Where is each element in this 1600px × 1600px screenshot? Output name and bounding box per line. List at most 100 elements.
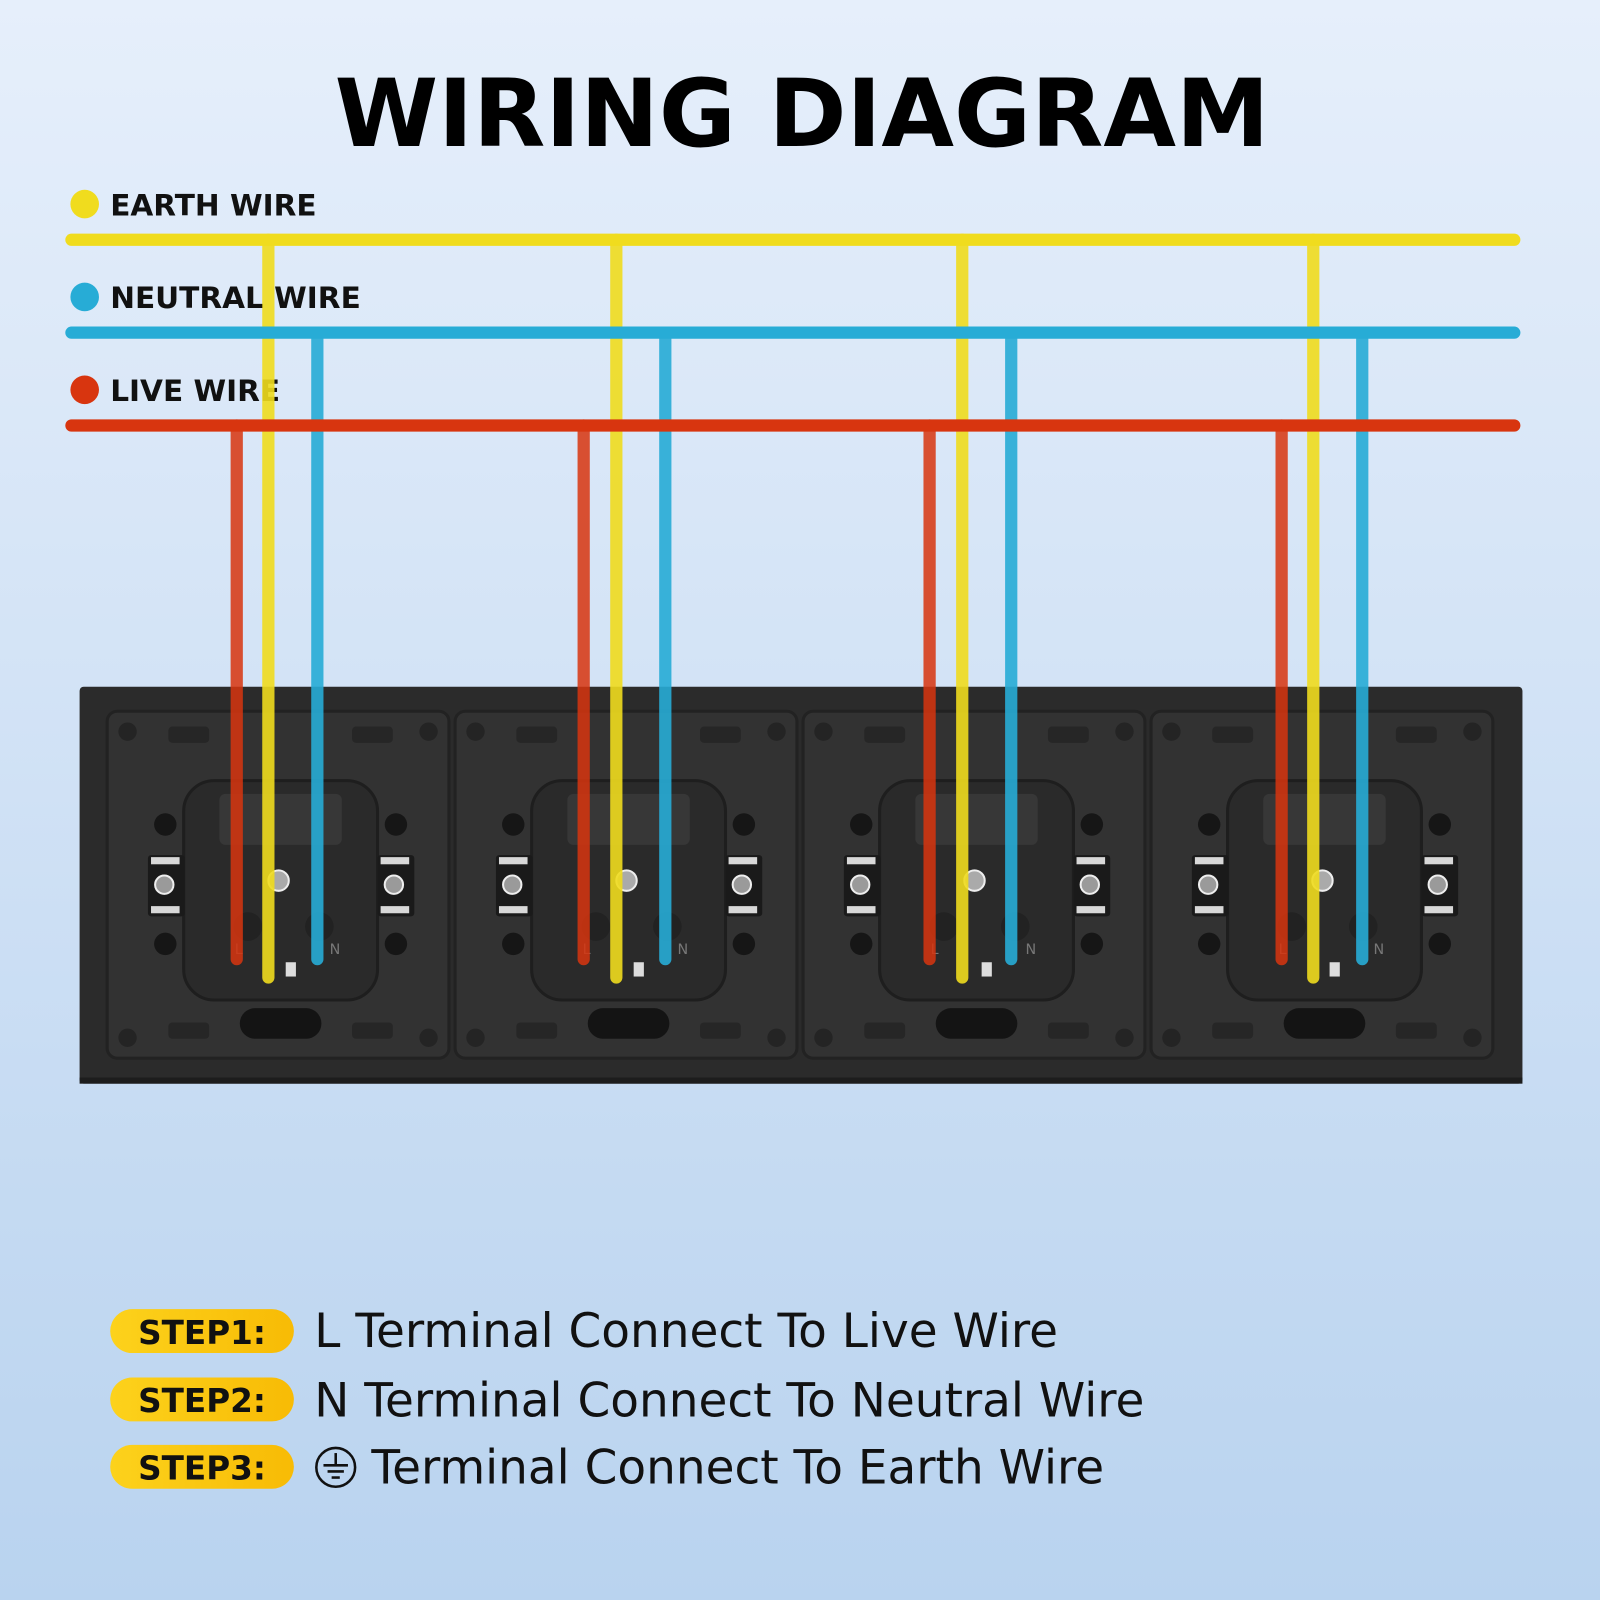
step-badge [110, 1444, 294, 1489]
screw-icon [850, 813, 873, 836]
screw-hole-icon [1162, 722, 1181, 741]
step-badge [110, 1309, 294, 1354]
clip-slot [1212, 726, 1254, 743]
screw-icon [732, 932, 756, 956]
contact-plate [1194, 906, 1224, 914]
wires [65, 233, 1521, 984]
clip-slot [864, 1022, 906, 1039]
contact-plate [846, 906, 876, 914]
terminal-screw-icon [383, 874, 405, 895]
contact-plate [728, 857, 758, 865]
contact-plate [380, 906, 410, 914]
clip-slot [1212, 1022, 1254, 1039]
screw-hole-icon [767, 722, 786, 741]
screw-icon [502, 813, 525, 836]
clip-slot [168, 1022, 210, 1039]
live-dot-icon [70, 375, 99, 405]
contact-plate [1076, 906, 1106, 914]
screw-icon [384, 813, 408, 836]
screw-hole-icon [1115, 1028, 1134, 1047]
contact-plate [846, 857, 876, 865]
pin-hole [929, 912, 959, 941]
step-3: STEP3: Terminal Connect To Earth Wire [110, 1441, 1104, 1496]
neutral-terminal-label: N [678, 942, 689, 958]
screw-icon [1428, 813, 1452, 836]
screw-hole-icon [118, 1028, 137, 1047]
contact-plate [498, 857, 528, 865]
screw-hole-icon [1115, 722, 1134, 741]
clip-slot [700, 1022, 741, 1039]
contact-plate [498, 906, 528, 914]
step-badge-label: STEP1: [138, 1314, 266, 1352]
screw-icon [1197, 932, 1221, 956]
socket-top [1263, 793, 1386, 845]
terminal-screw-icon [850, 874, 871, 895]
screw-icon [502, 932, 525, 956]
socket-panel: LNLNLNLN [79, 686, 1523, 1084]
earth-dot-icon [70, 189, 99, 219]
mount-slot [1283, 1008, 1366, 1039]
screw-icon [850, 932, 873, 956]
screw-hole-icon [814, 1028, 833, 1047]
earth-clamp [285, 962, 296, 977]
earth-clamp [1329, 962, 1340, 977]
clip-slot [352, 1022, 393, 1039]
screw-hole-icon [466, 722, 485, 741]
contact-plate [1076, 857, 1106, 865]
socket-module: LN [105, 709, 451, 1060]
mount-slot [935, 1008, 1018, 1039]
terminal-screw-icon [1197, 874, 1219, 895]
screw-icon [1428, 932, 1452, 956]
screw-icon [1197, 813, 1221, 836]
clip-slot [1395, 726, 1437, 743]
earth-clamp [981, 962, 992, 977]
screw-hole-icon [1463, 1028, 1482, 1047]
screw-icon [1080, 932, 1104, 956]
legend-earth: EARTH WIRE [110, 188, 316, 222]
steps: STEP1: L Terminal Connect To Live Wire S… [110, 1304, 1144, 1496]
screw-hole-icon [814, 722, 833, 741]
step-text: Terminal Connect To Earth Wire [370, 1441, 1104, 1496]
earth-ground-icon [315, 1446, 357, 1489]
neutral-dot-icon [70, 282, 99, 312]
earth-clamp [633, 962, 644, 977]
mount-slot [587, 1008, 670, 1039]
neutral-terminal-label: N [1373, 942, 1384, 958]
screw-icon [154, 813, 177, 836]
screw-icon [384, 932, 408, 956]
socket-module: LN [1149, 709, 1495, 1060]
clip-slot [352, 726, 393, 743]
screw-hole-icon [767, 1028, 786, 1047]
screw-hole-icon [419, 1028, 438, 1047]
clip-slot [1047, 726, 1089, 743]
page-title: WIRING DIAGRAM [335, 60, 1270, 169]
step-text: N Terminal Connect To Neutral Wire [314, 1373, 1144, 1428]
neutral-terminal-label: N [1026, 942, 1037, 958]
clip-slot [516, 726, 558, 743]
terminal-screw-icon [502, 874, 523, 895]
terminal-screw-icon [154, 874, 175, 895]
neutral-terminal-label: N [330, 942, 341, 958]
step-badge-label: STEP2: [138, 1382, 266, 1420]
contact-plate [1424, 857, 1454, 865]
legend-neutral: NEUTRAL WIRE [110, 281, 361, 315]
terminal-screw-icon [1427, 874, 1448, 895]
contact-plate [728, 906, 758, 914]
terminal-screw-icon [1079, 874, 1100, 895]
screw-hole-icon [1162, 1028, 1181, 1047]
screw-icon [732, 813, 756, 836]
step-2: STEP2: N Terminal Connect To Neutral Wir… [110, 1373, 1144, 1428]
mount-slot [239, 1008, 322, 1039]
legend-live: LIVE WIRE [110, 374, 280, 408]
screw-hole-icon [419, 722, 438, 741]
terminal-screw-icon [731, 874, 753, 895]
contact-plate [151, 906, 180, 914]
legend: EARTH WIRE NEUTRAL WIRE LIVE WIRE [70, 188, 361, 408]
screw-hole-icon [466, 1028, 485, 1047]
clip-slot [1395, 1022, 1437, 1039]
step-badge [110, 1377, 294, 1422]
step-1: STEP1: L Terminal Connect To Live Wire [110, 1304, 1058, 1359]
clip-slot [864, 726, 906, 743]
socket-module: LN [801, 709, 1147, 1060]
